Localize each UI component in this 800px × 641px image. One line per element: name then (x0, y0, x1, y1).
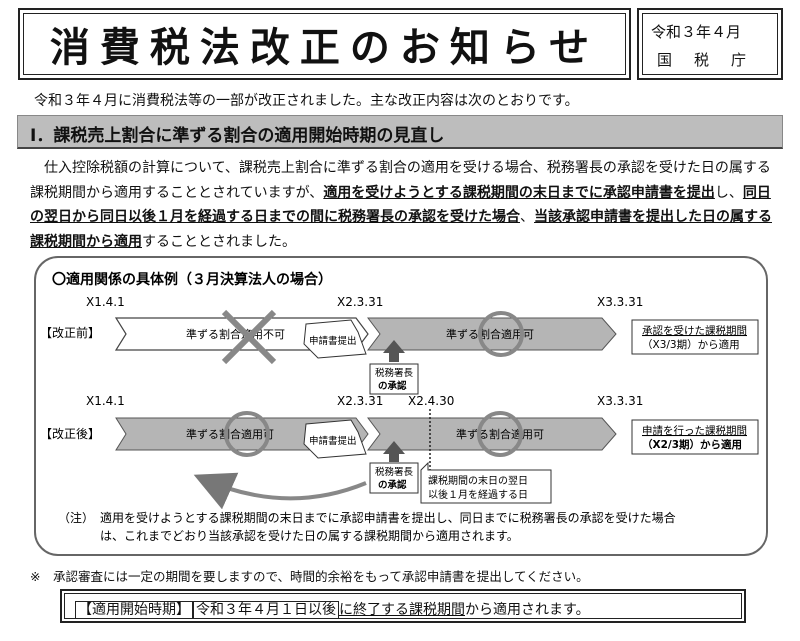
after-result-box (631, 419, 759, 455)
after-doc-text: 申請書提出 (309, 435, 357, 447)
body-underline-3: 当該承認申請書を提出した日の属する課税期間から適用 (30, 209, 772, 250)
before-result-line2: （X3/3期）から適用 (642, 338, 740, 351)
diagram-note-line1: 適用を受けようとする課税期間の末日までに承認申請書を提出し、同日までに税務署長の… (100, 510, 676, 525)
diagram-note-line2: は、これまでどおり当該承認を受けた日の属する課税期間から適用されます。 (100, 528, 519, 543)
diagram-note-label: （注） (58, 510, 94, 525)
after-approved-circle-1 (224, 411, 270, 457)
effective-rest: から適用されます。 (465, 602, 590, 618)
before-period2-text: 準ずる割合適用可 (446, 327, 534, 341)
deadline-callout (420, 461, 552, 504)
after-label: 【改正後】 (40, 427, 100, 441)
after-period2-text: 準ずる割合適用可 (456, 427, 544, 441)
after-result-line2: （X2/3期）から適用 (642, 438, 742, 451)
before-period2-arrow (367, 317, 617, 351)
after-date-deadline: X2.4.30 (408, 394, 454, 408)
issuer-box: 令和３年４月 国税庁 (637, 8, 783, 80)
after-approval-box (369, 462, 419, 494)
body-text-3: 、 (520, 209, 534, 225)
issue-date: 令和３年４月 (651, 23, 742, 41)
before-approval-line1: 税務署長 (375, 367, 414, 379)
body-underline-1: 適用を受けようとする課税期間の末日までに承認申請書を提出 (323, 184, 715, 201)
issuer-org: 国税庁 (657, 51, 769, 69)
body-text-1: 仕入控除税額の計算について、課税売上割合に準ずる割合の適用を受ける場合、税務署長… (30, 160, 771, 201)
before-approved-circle (478, 311, 524, 357)
body-text-2: し、 (714, 184, 743, 201)
before-doc-text: 申請書提出 (309, 335, 357, 347)
before-up-arrow (383, 340, 405, 362)
callout-line1: 課税期間の末日の翌日 (428, 474, 528, 487)
effective-label: 【適用開始時期】 (75, 601, 193, 619)
before-date-mid: X2.3.31 (337, 295, 383, 309)
after-approval-line2: の承認 (378, 479, 407, 491)
body-paragraph: 仕入控除税額の計算について、課税売上割合に準ずる割合の適用を受ける場合、税務署長… (30, 156, 778, 254)
after-up-arrow (383, 441, 405, 462)
diagram-svg: 〇適用関係の具体例（３月決算法人の場合） X1.4.1 X2.3.31 X3.3… (40, 271, 759, 543)
intro-text: 令和３年４月に消費税法等の一部が改正されました。主な改正内容は次のとおりです。 (34, 93, 579, 109)
example-diagram: 〇適用関係の具体例（３月決算法人の場合） X1.4.1 X2.3.31 X3.3… (34, 256, 768, 556)
after-doc-icon (303, 419, 367, 459)
before-date-end: X3.3.31 (597, 295, 643, 309)
before-date-start: X1.4.1 (86, 295, 125, 309)
effective-date: 令和３年４月１日以後 (193, 601, 339, 619)
body-underline-2: 同日の翌日から同日以後１月を経過する日までの間に税務署長の承認を受けた場合 (30, 184, 771, 226)
page-title: 消費税法改正のお知らせ (49, 25, 600, 71)
section-title: Ⅰ．課税売上割合に準ずる割合の適用開始時期の見直し (30, 126, 445, 146)
effective-period: に終了する課税期間 (339, 602, 465, 618)
review-note: ※ 承認審査には一定の期間を要しますので、時間的余裕をもって承認申請書を提出して… (30, 569, 589, 584)
effective-date-box: 【適用開始時期】令和３年４月１日以後に終了する課税期間から適用されます。 (60, 589, 746, 623)
title-box: 消費税法改正のお知らせ (18, 8, 631, 80)
before-period1-text: 準ずる割合適用不可 (186, 327, 285, 341)
diagram-heading: 〇適用関係の具体例（３月決算法人の場合） (52, 271, 332, 288)
after-date-end: X3.3.31 (597, 394, 643, 408)
retroactive-arrow (193, 472, 367, 510)
before-result-line1: 承認を受けた課税期間 (642, 324, 747, 337)
after-date-start: X1.4.1 (86, 394, 125, 408)
body-text-4: することとされました。 (142, 233, 296, 250)
after-approval-line1: 税務署長 (375, 466, 414, 478)
before-approval-line2: の承認 (378, 380, 407, 392)
section-header: Ⅰ．課税売上割合に準ずる割合の適用開始時期の見直し (17, 115, 783, 149)
after-period1-text: 準ずる割合適用可 (186, 427, 274, 441)
before-result-box (631, 319, 759, 355)
cross-icon (221, 309, 277, 365)
after-result-line1: 申請を行った課税期間 (642, 424, 747, 437)
before-approval-box (369, 363, 419, 395)
after-approved-circle-2 (477, 411, 523, 457)
callout-line2: 以後１月を経過する日 (428, 488, 528, 501)
before-doc-icon (303, 319, 367, 359)
after-date-mid: X2.3.31 (337, 394, 383, 408)
before-label: 【改正前】 (40, 325, 100, 340)
